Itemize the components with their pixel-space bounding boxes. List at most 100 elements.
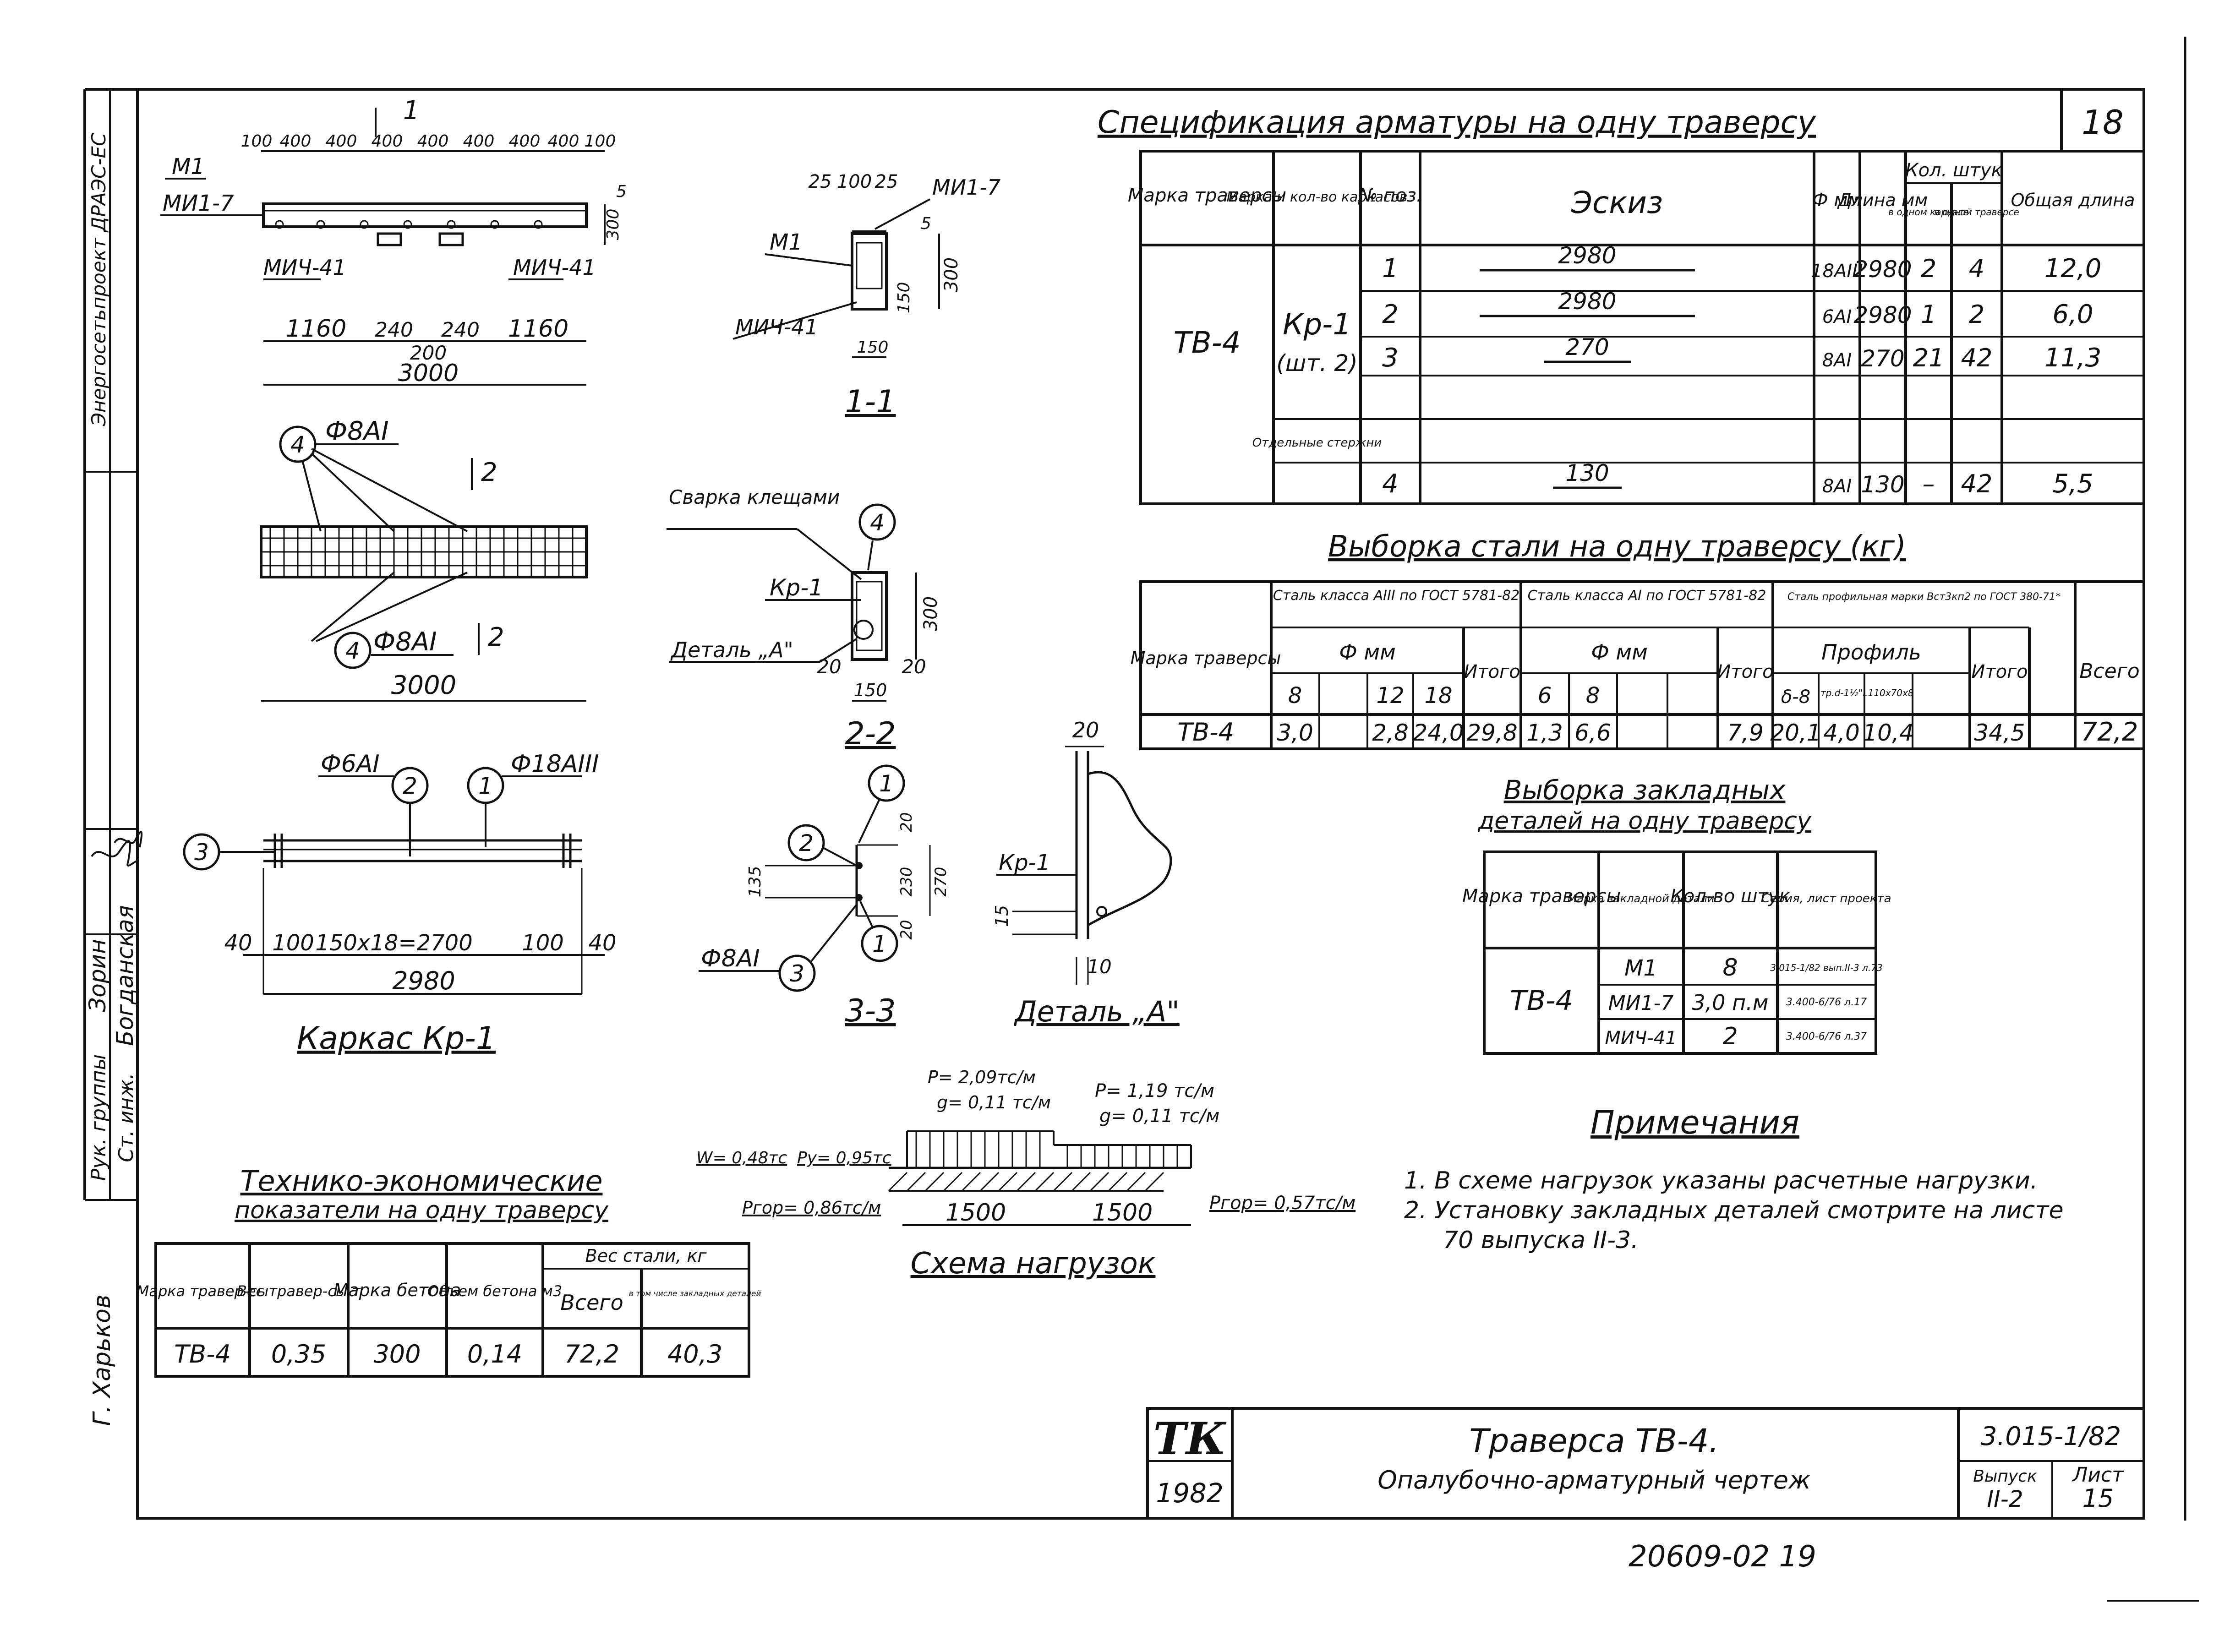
note-2: 2. Установку закладных деталей смотрите … — [1404, 1197, 2064, 1224]
spec-row-3: 3 270 8АI 270 21 42 11,3 — [1382, 334, 2101, 373]
label-mich-41-left: МИЧ-41 — [263, 255, 346, 280]
s33-dim: 20 — [897, 812, 916, 832]
s22-callout: 4 — [870, 509, 885, 536]
notes: Примечания 1. В схеме нагрузок указаны р… — [1404, 1104, 2064, 1254]
frame-dim: 100 — [272, 930, 314, 956]
stamp-logo: ТК — [1153, 1413, 1227, 1465]
side-org: Энергосетьпроект ДРАЭС-ЕС — [87, 132, 110, 426]
spec-pos: 2 — [1382, 300, 1399, 329]
archive-number: 20609-02 19 — [1629, 1540, 1816, 1574]
title-block: ТК 1982 Траверса ТВ-4. Опалубочно-армату… — [1146, 1407, 2145, 1520]
s33-callout: 3 — [790, 960, 804, 987]
tech-title-2: показатели на одну траверсу — [235, 1197, 609, 1224]
plan-callout-text: Ф8АI — [325, 416, 389, 446]
plan-hatch — [261, 448, 586, 642]
spec-qf: – — [1923, 469, 1935, 498]
embedded-h-mark: Марка траверсы — [1462, 886, 1621, 907]
steel-group-a3: Сталь класса AIII по ГОСТ 5781-82 — [1273, 588, 1519, 604]
steel-row-mark: ТВ-4 — [1177, 718, 1234, 747]
embedded-series: 3.400-6/76 л.37 — [1786, 1031, 1867, 1042]
elevation-total: 3000 — [398, 360, 459, 387]
embedded-detail: М1 — [1624, 955, 1657, 981]
spec-qt: 42 — [1961, 469, 1993, 498]
steel-table: Выборка стали на одну траверсу (кг) — [1131, 530, 2145, 750]
steel-row-prof-total: 34,5 — [1974, 720, 2025, 746]
s22-height: 300 — [920, 596, 941, 631]
tech-h-concrete: Марка бетона — [333, 1280, 461, 1300]
steel-mark-header: Марка траверсы — [1131, 648, 1281, 668]
s33-title: 3-3 — [845, 993, 896, 1029]
elevation-top-dims: 100 400 400 400 400 400 400 400 100 — [241, 132, 616, 151]
tech-h-total: Всего — [560, 1290, 623, 1315]
spec-mark: ТВ-4 — [1174, 326, 1241, 360]
frame-dim: 40 — [588, 930, 616, 956]
load-g-right: g= 0,11 тс/м — [1099, 1106, 1219, 1127]
load-title: Схема нагрузок — [911, 1247, 1156, 1281]
steel-row-a1: 6,6 — [1574, 720, 1611, 746]
side-role-1: Рук. группы — [87, 1054, 110, 1181]
s22-detail-label: Деталь „А" — [670, 638, 793, 662]
bottom-dim: 1160 — [508, 315, 568, 343]
load-p-right: P= 1,19 тс/м — [1095, 1080, 1214, 1101]
load-span: 1500 — [1092, 1199, 1153, 1227]
note-1: 1. В схеме нагрузок указаны расчетные на… — [1404, 1167, 2038, 1194]
frame-callout-num-2: 2 — [403, 773, 417, 799]
load-p-left: P= 2,09тс/м — [928, 1067, 1036, 1087]
embedded-h-series: Серия, лист проекта — [1761, 892, 1891, 905]
steel-row-prof: 4,0 — [1823, 720, 1860, 746]
tech-cell: ТВ-4 — [174, 1340, 231, 1368]
spec-row-4: 4 130 8АI 130 – 42 5,5 — [1382, 460, 2093, 499]
detail-a-break-line — [1087, 771, 1172, 927]
spec-pos: 3 — [1382, 343, 1399, 373]
steel-a3-col: 8 — [1288, 683, 1302, 709]
s33-callout: 1 — [872, 931, 887, 957]
label-mi1-7: МИ1-7 — [163, 191, 234, 216]
side-name-1: Зорин — [84, 939, 111, 1012]
s33-dim: 270 — [932, 867, 950, 897]
stamp-year: 1982 — [1156, 1478, 1224, 1509]
detail-a-dim: 10 — [1087, 955, 1111, 978]
steel-a1-col: 6 — [1538, 683, 1552, 709]
top-dim: 400 — [326, 132, 357, 151]
steel-dia-header-a3: Ф мм — [1339, 640, 1396, 665]
spec-total: 12,0 — [2044, 254, 2102, 284]
embedded-series: 3.400-6/76 л.17 — [1786, 997, 1867, 1008]
plan-total: 3000 — [391, 671, 457, 700]
steel-itogo-a1: Итого — [1717, 661, 1773, 682]
detail-a-label: Кр-1 — [999, 850, 1050, 876]
spec-sketch: 2980 — [1558, 242, 1616, 269]
detail-a-dim: 15 — [992, 905, 1012, 927]
s33-callout: 2 — [799, 830, 814, 856]
spec-row-1: 1 2980 18АIII 2980 2 4 12,0 — [1382, 242, 2101, 284]
embedded-qty: 3,0 п.м — [1692, 990, 1768, 1015]
steel-group-prof: Сталь профильная марки Вст3кп2 по ГОСТ 3… — [1787, 591, 2060, 603]
elevation-studs — [275, 220, 543, 229]
plan-callout-num-2: 4 — [345, 638, 360, 664]
spec-pos: 4 — [1382, 469, 1399, 499]
notes-title: Примечания — [1590, 1104, 1799, 1141]
spec-h-qty-trav: в одной траверсе — [1934, 207, 2019, 218]
steel-prof-col: L110x70x8 — [1863, 687, 1913, 698]
tech-cell: 72,2 — [564, 1340, 619, 1368]
steel-row-a3: 3,0 — [1277, 720, 1313, 746]
frame-callout-num-3: 3 — [194, 839, 209, 866]
s33-bar-label: Ф8АI — [701, 945, 760, 972]
spec-sketch: 270 — [1565, 334, 1609, 360]
elevation-view: 1 100 400 400 400 400 400 400 400 100 М1… — [160, 96, 627, 387]
s11-side-dim: 5 — [921, 214, 931, 233]
stamp-sheet-value: 15 — [2082, 1484, 2114, 1513]
spec-h-dia: Ф мм — [1812, 190, 1862, 211]
s11-label-m1: М1 — [770, 229, 803, 255]
spec-total: 6,0 — [2052, 300, 2093, 329]
section-3-3: 1 2 135 20 230 20 270 1 Ф8АI 3 3-3 — [699, 764, 950, 1029]
spec-sketch: 130 — [1565, 460, 1609, 486]
spec-total: 11,3 — [2044, 343, 2102, 373]
s33-dim: 135 — [746, 866, 765, 898]
load-py: Py= 0,95тс — [797, 1149, 891, 1167]
spec-pos: 1 — [1382, 254, 1399, 284]
embedded-title-2: деталей на одну траверсу — [1477, 807, 1812, 835]
steel-itogo-prof: Итого — [1971, 661, 2028, 682]
spec-dia: 18АIII — [1811, 261, 1863, 282]
spec-qt: 42 — [1961, 343, 1993, 372]
